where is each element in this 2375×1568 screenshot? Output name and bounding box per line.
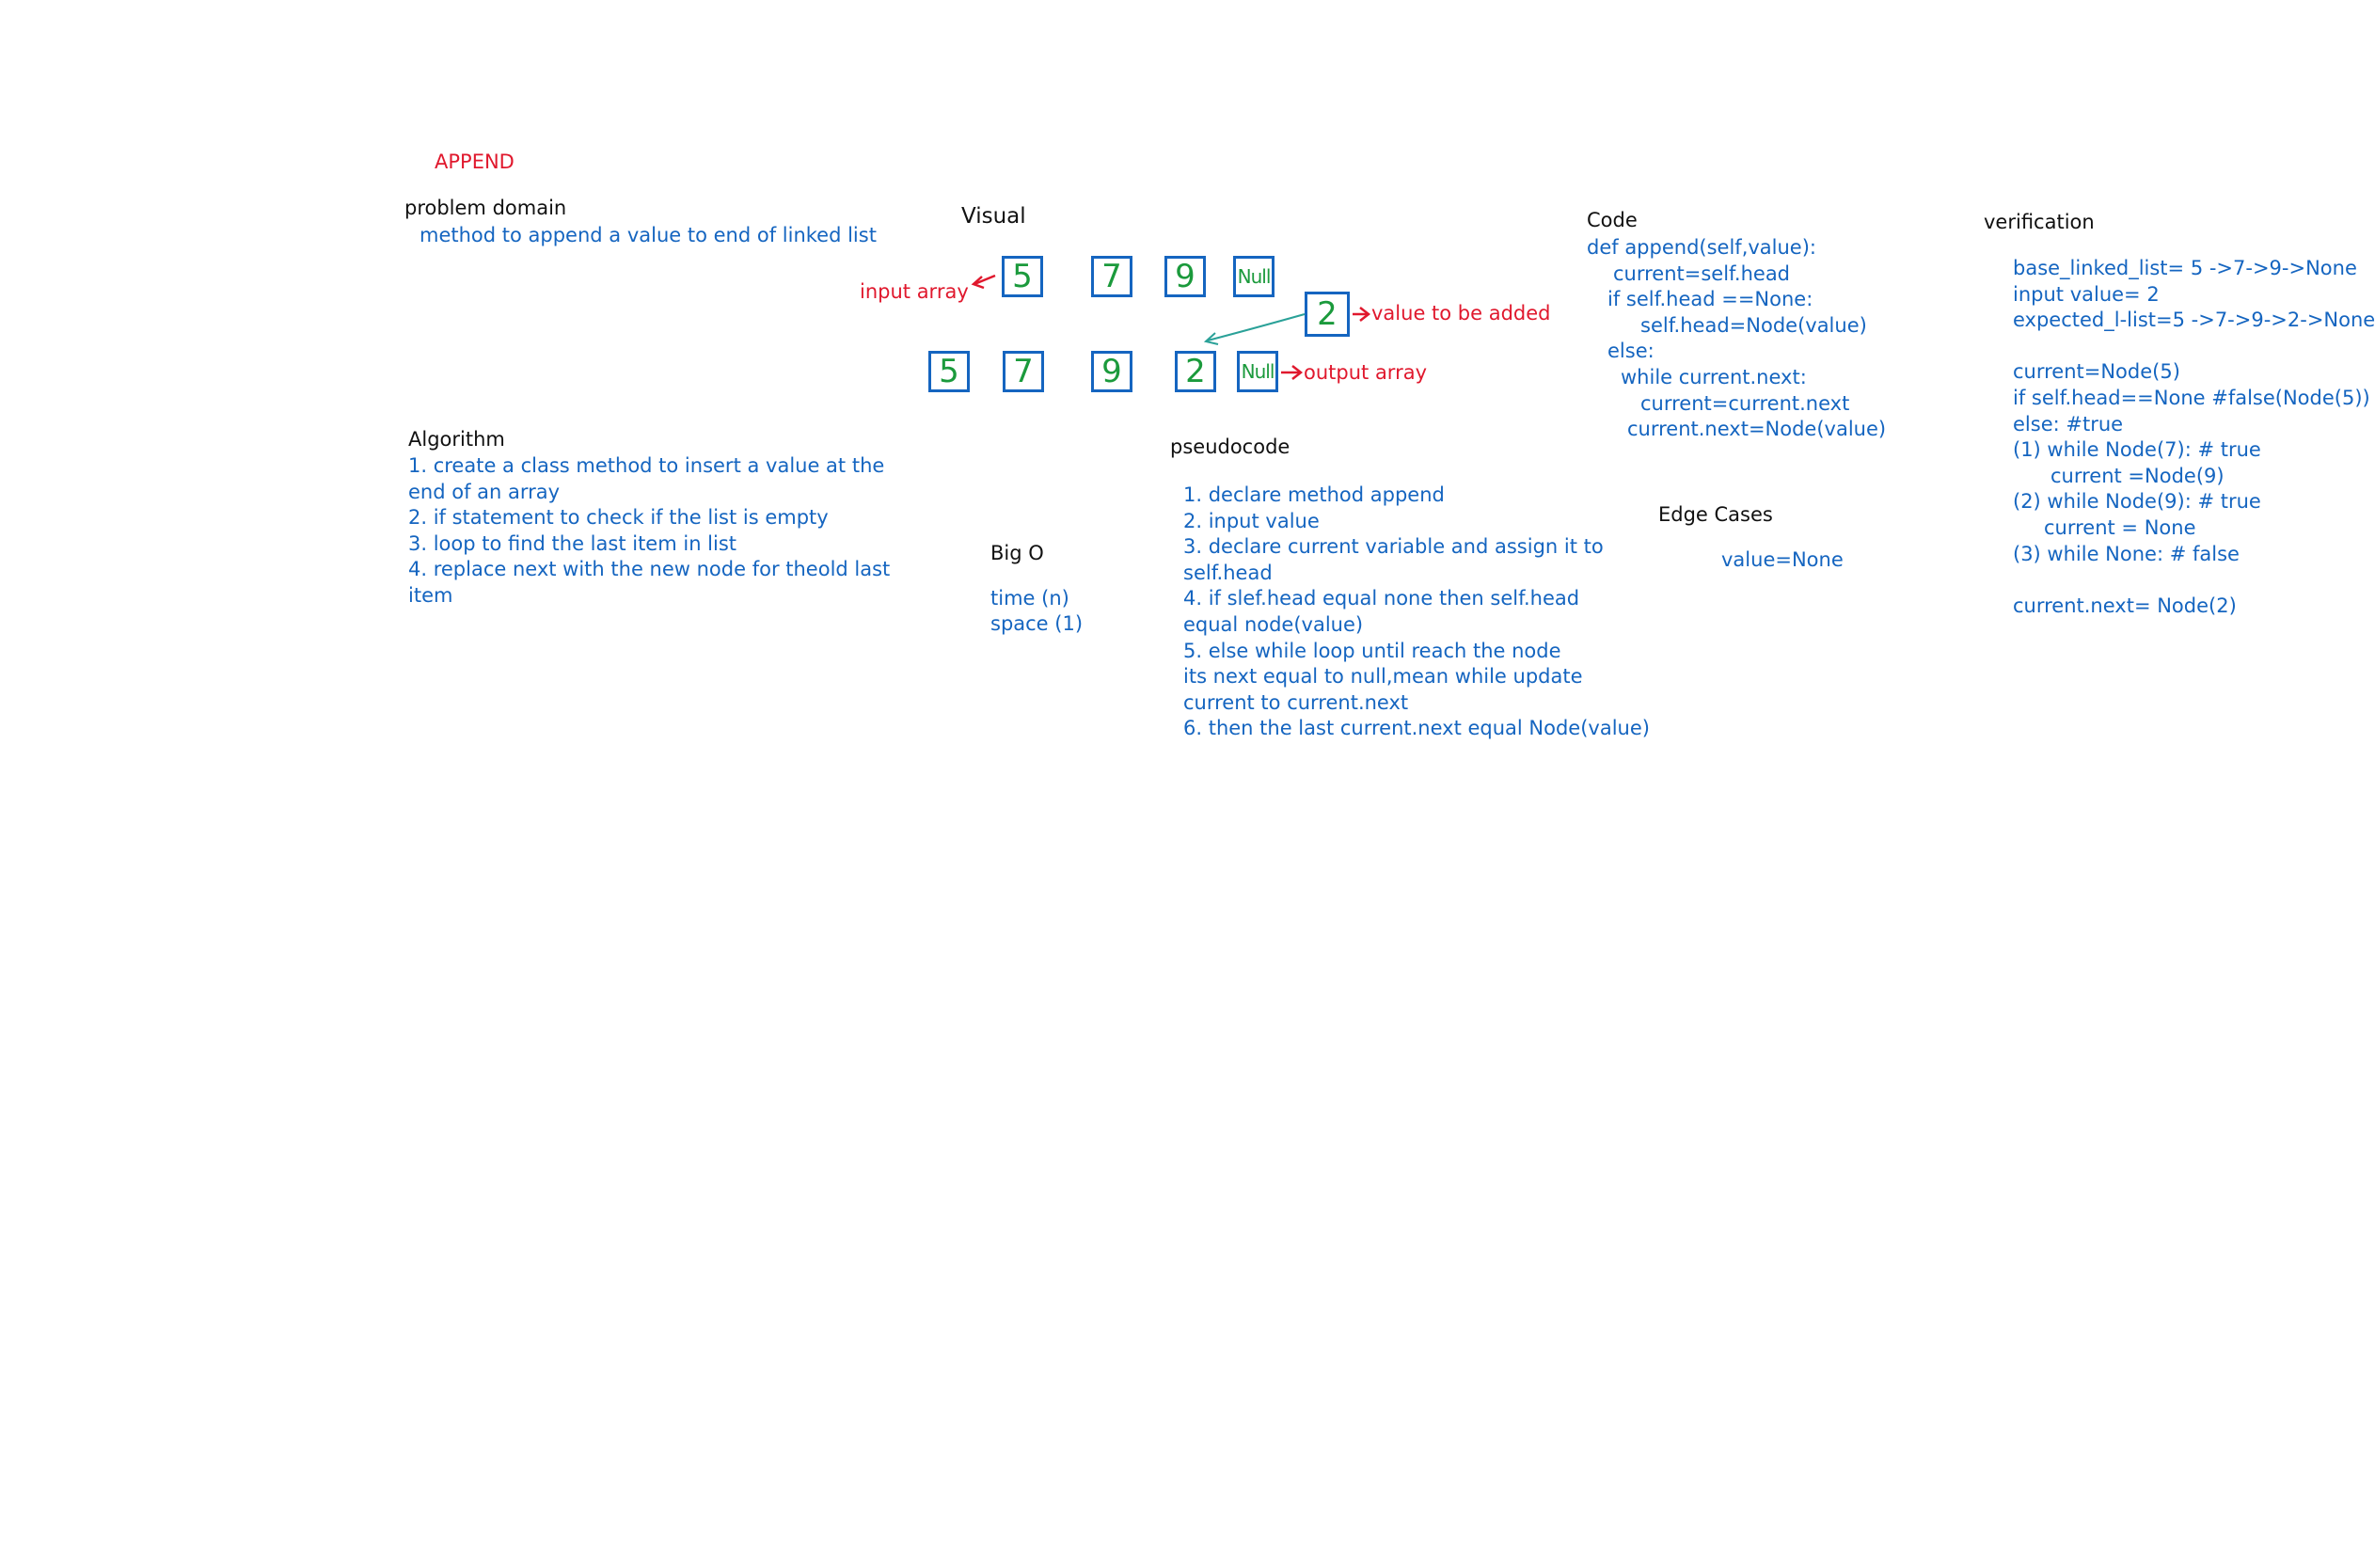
pseudocode-line: its next equal to null,mean while update — [1183, 665, 1583, 689]
code-heading: Code — [1587, 209, 1638, 231]
pseudocode-heading: pseudocode — [1170, 436, 1290, 458]
code-line: else: — [1607, 340, 1655, 363]
output-node: 9 — [1091, 351, 1132, 392]
insert-arrow-icon — [1207, 313, 1306, 341]
code-block: def append(self,value): current=self.hea… — [1587, 235, 1886, 443]
input-node: 9 — [1164, 256, 1206, 297]
verification-line: (2) while Node(9): # true — [2013, 490, 2261, 514]
output-node: 5 — [928, 351, 970, 392]
output-array-label: output array — [1304, 361, 1428, 384]
verification-line: input value= 2 — [2013, 282, 2160, 306]
problem-domain-text: method to append a value to end of linke… — [420, 224, 877, 246]
verification-heading: verification — [1984, 211, 2095, 233]
new-value-arrowhead-icon — [1359, 307, 1371, 322]
verification-line: current = None — [2044, 515, 2196, 539]
algorithm-heading: Algorithm — [408, 428, 505, 451]
output-null-node: Null — [1237, 351, 1278, 392]
input-null-node: Null — [1233, 256, 1275, 297]
algorithm-line: item — [408, 583, 453, 607]
algorithm-steps: 1. create a class method to insert a val… — [408, 453, 890, 610]
pseudocode-line: equal node(value) — [1183, 612, 1364, 636]
verification-line: (3) while None: # false — [2013, 542, 2240, 565]
value-to-be-added-label: value to be added — [1371, 302, 1551, 325]
verification-line: (1) while Node(7): # true — [2013, 438, 2261, 462]
pseudocode-steps: 1. declare method append 2. input value … — [1183, 483, 1650, 742]
output-node: 2 — [1175, 351, 1216, 392]
algorithm-line: 3. loop to find the last item in list — [408, 531, 737, 555]
output-node: 7 — [1003, 351, 1044, 392]
verification-line: current=Node(5) — [2013, 360, 2180, 384]
input-node: 5 — [1002, 256, 1043, 297]
pseudocode-line: 4. if slef.head equal none then self.hea… — [1183, 587, 1580, 610]
verification-line: base_linked_list= 5 ->7->9->None — [2013, 257, 2357, 279]
input-node: 7 — [1091, 256, 1132, 297]
pseudocode-line: self.head — [1183, 561, 1273, 584]
algorithm-line: end of an array — [408, 480, 561, 503]
pseudocode-line: 6. then the last current.next equal Node… — [1183, 717, 1650, 740]
code-line: self.head=Node(value) — [1640, 313, 1867, 337]
algorithm-line: 4. replace next with the new node for th… — [408, 558, 891, 581]
input-arrowhead-icon — [971, 276, 985, 290]
verification-line: if self.head==None #false(Node(5)) — [2013, 386, 2370, 409]
new-node: 2 — [1305, 292, 1350, 337]
verification-line: expected_l-list=5 ->7->9->2->None — [2013, 309, 2375, 332]
code-line: current=current.next — [1640, 391, 1850, 415]
input-arrow-icon — [974, 274, 996, 286]
algorithm-line: 2. if statement to check if the list is … — [408, 506, 829, 530]
big-o-heading: Big O — [990, 542, 1044, 564]
edge-cases-text: value=None — [1721, 548, 1844, 571]
pseudocode-line: current to current.next — [1183, 690, 1409, 714]
edge-cases-heading: Edge Cases — [1658, 503, 1773, 526]
code-line: current.next=Node(value) — [1627, 418, 1887, 441]
page-title: APPEND — [435, 150, 515, 173]
pseudocode-line: 2. input value — [1183, 509, 1320, 532]
pseudocode-line: 1. declare method append — [1183, 483, 1445, 506]
code-line: current=self.head — [1613, 261, 1791, 285]
input-array-label: input array — [860, 280, 969, 303]
code-line: while current.next: — [1621, 365, 1807, 388]
problem-domain-heading: problem domain — [404, 197, 567, 219]
verification-line: current =Node(9) — [2050, 464, 2225, 487]
code-line: def append(self,value): — [1587, 236, 1816, 259]
pseudocode-line: 5. else while loop until reach the node — [1183, 639, 1561, 662]
verification-line: current.next= Node(2) — [2013, 594, 2237, 617]
big-o-time: time (n) — [990, 587, 1069, 610]
verification-line: else: #true — [2013, 412, 2124, 436]
visual-heading: Visual — [961, 204, 1026, 229]
insert-arrowhead-icon — [1203, 332, 1219, 345]
pseudocode-line: 3. declare current variable and assign i… — [1183, 535, 1604, 559]
verification-line — [2013, 567, 2375, 594]
big-o-space: space (1) — [990, 612, 1084, 635]
verification-line — [2013, 334, 2375, 360]
algorithm-line: 1. create a class method to insert a val… — [408, 454, 885, 477]
output-arrowhead-icon — [1291, 365, 1304, 380]
code-line: if self.head ==None: — [1607, 288, 1813, 311]
verification-steps: base_linked_list= 5 ->7->9->None input v… — [2013, 256, 2375, 619]
